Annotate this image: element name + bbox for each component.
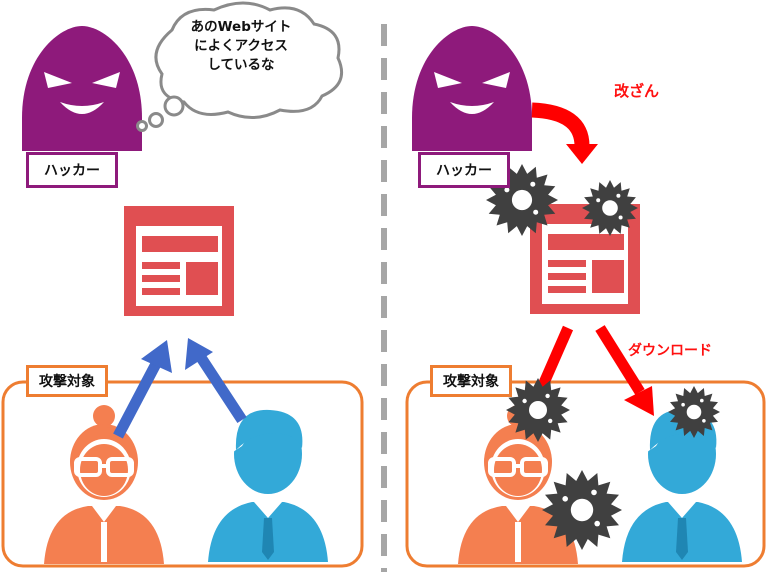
malware-gear-icon [506,378,570,442]
tamper-arrow [531,102,598,164]
thought-line-1: あのWebサイト [190,19,292,35]
victim-male-left-icon [208,409,328,562]
thought-line-3: しているな [207,57,275,73]
hacker-label-right: ハッカー [418,152,510,188]
target-label-left: 攻撃対象 [26,365,108,397]
malware-gear-icon [668,386,720,438]
website-left-icon [124,206,234,316]
thought-bubble [136,1,343,132]
blue-arrow-1 [113,340,172,439]
hacker-label-left: ハッカー [26,152,118,188]
blue-arrow-2 [185,338,247,424]
target-frame-left [1,380,364,568]
thought-line-2: によくアクセス [194,38,288,54]
target-label-right: 攻撃対象 [430,365,512,397]
victim-male-right-icon [622,409,742,562]
tamper-label: 改ざん [614,82,660,100]
thought-bubble-text: あのWebサイト によくアクセス しているな [178,18,304,75]
malware-gear-icon [582,180,638,236]
hacker-right-icon [412,26,532,151]
malware-gear-icon [542,470,622,550]
victim-female-left-icon [42,403,166,566]
download-label: ダウンロード [628,343,712,359]
hacker-left-icon [22,26,142,151]
target-frame-right [405,380,766,568]
download-arrow-2 [595,325,654,416]
